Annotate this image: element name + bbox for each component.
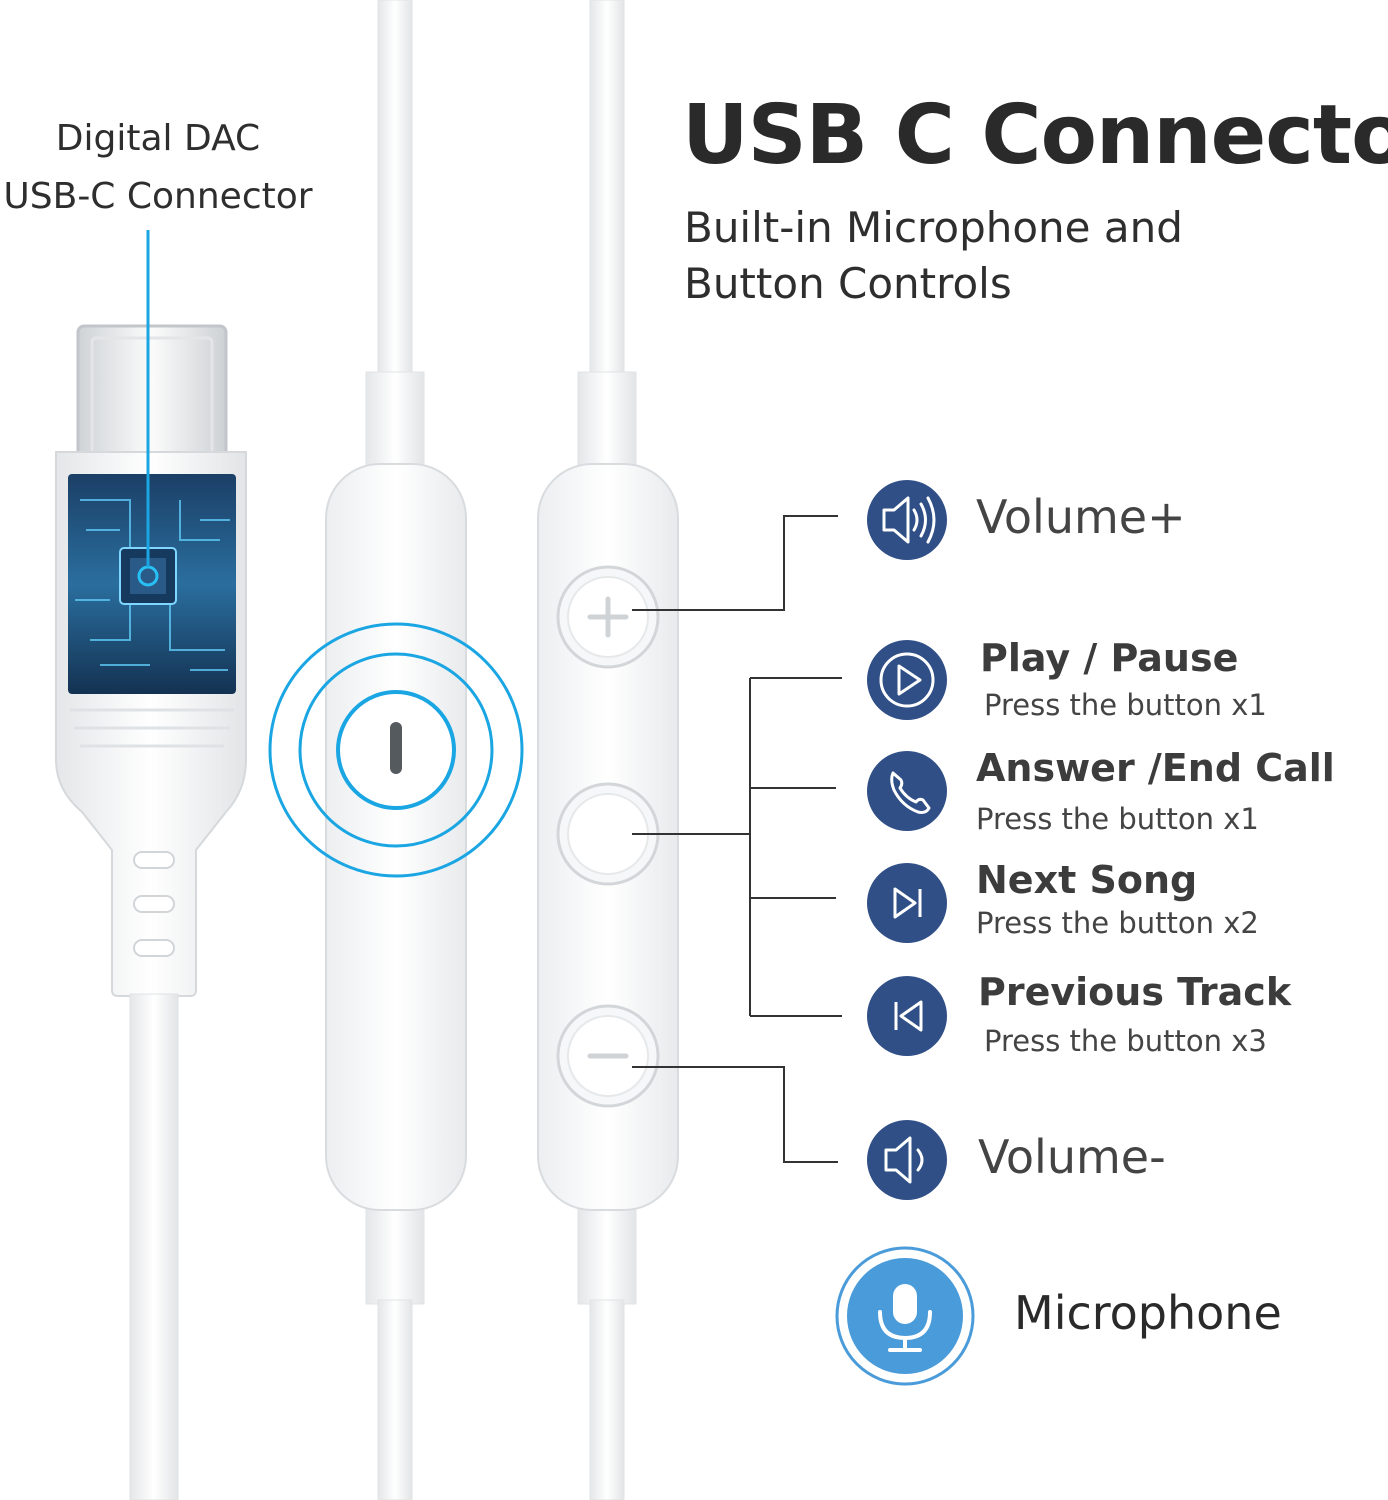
speaker-quiet-icon [867,1120,947,1200]
subtitle-line1: Built-in Microphone and [684,203,1183,252]
page-subtitle: Built-in Microphone and Button Controls [684,200,1183,312]
volume-up-label: Volume+ [976,490,1186,544]
dac-label-line1: Digital DAC [55,118,261,159]
skip-next-icon [867,863,947,943]
phone-icon [867,751,947,831]
microphone-icon [835,1246,975,1386]
dac-connector-label: Digital DAC USB-C Connector [0,110,316,226]
mic-hole [390,722,402,774]
play-icon [867,640,947,720]
dac-label-line2: USB-C Connector [3,176,313,217]
play-pause-subtitle: Press the button x1 [984,688,1267,722]
play-pause-title: Play / Pause [980,636,1239,680]
subtitle-line2: Button Controls [684,259,1012,308]
speaker-loud-icon [867,480,947,560]
next-song-subtitle: Press the button x2 [976,906,1259,940]
answer-end-call-title: Answer /End Call [976,746,1335,790]
remote-front [537,463,679,1211]
answer-end-call-subtitle: Press the button x1 [976,802,1259,836]
volume-down-label: Volume- [978,1130,1166,1184]
remote-minus-button [556,1004,660,1108]
remote-plus-button [556,565,660,669]
skip-previous-icon [867,976,947,1056]
next-song-title: Next Song [976,858,1198,902]
remote-back [268,463,524,1211]
usb-c-plug [55,230,247,1500]
microphone-label: Microphone [1014,1286,1282,1340]
previous-track-subtitle: Press the button x3 [984,1024,1267,1058]
callout-lines [632,515,842,1163]
previous-track-title: Previous Track [978,970,1292,1014]
page-title: USB C Connector [682,88,1388,183]
cables [365,0,637,1500]
